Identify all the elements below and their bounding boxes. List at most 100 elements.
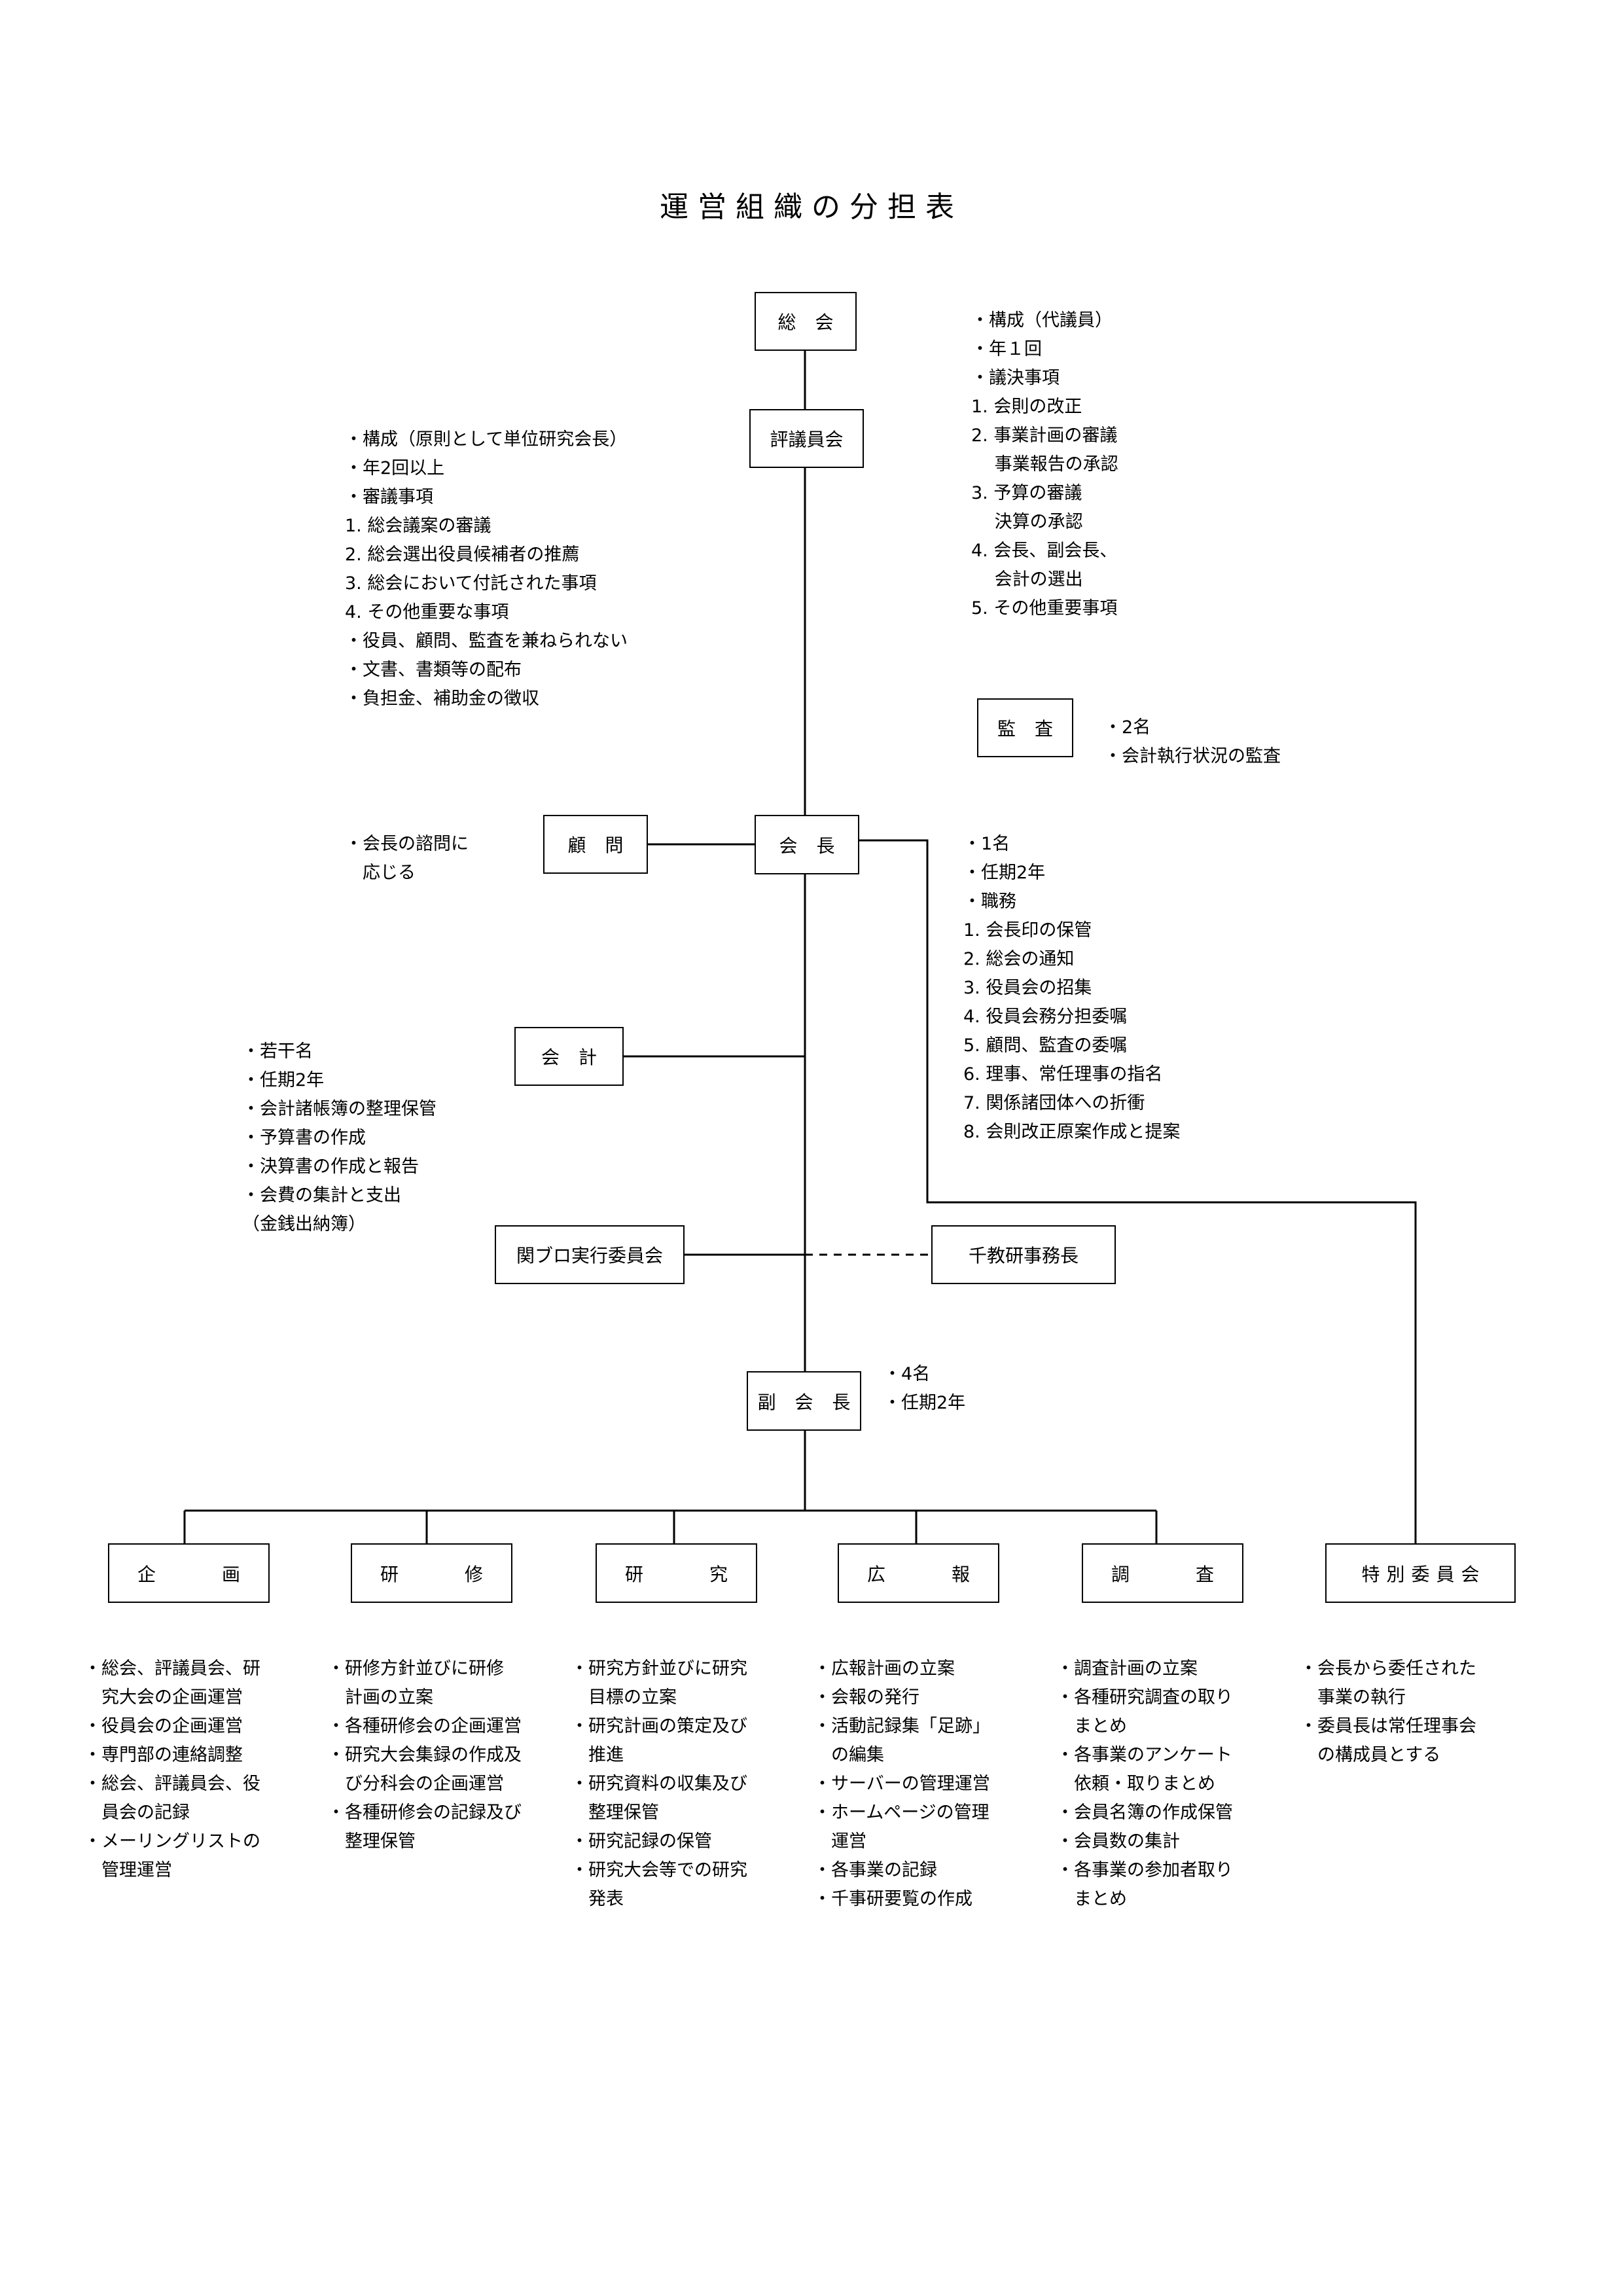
note-line: ・各事業の記録 [813, 1860, 937, 1880]
note-line: 2. 総会の通知 [963, 949, 1075, 969]
note-line: ・議決事項 [971, 368, 1060, 388]
chosa-notes: ・調査計画の立案 ・各種研究調査の取り まとめ ・各事業のアンケート 依頼・取り… [1056, 1655, 1233, 1914]
note-line: ・研究大会等での研究 [571, 1860, 747, 1880]
note-line: ・各種研修会の記録及び [327, 1803, 522, 1823]
node-hyogiinkai: 評議員会 [749, 409, 864, 468]
note-line: まとめ [1056, 1716, 1127, 1736]
note-line: ・4名 [883, 1364, 931, 1384]
note-line: ・研究資料の収集及び [571, 1774, 747, 1794]
note-line: 5. 顧問、監査の委嘱 [963, 1035, 1128, 1056]
note-line: ・専門部の連絡調整 [84, 1745, 243, 1765]
note-line: の構成員とする [1300, 1745, 1441, 1765]
note-line: 整理保管 [571, 1803, 659, 1823]
note-line: ・構成（原則として単位研究会長） [345, 429, 628, 450]
note-line: ・ホームページの管理 [813, 1803, 990, 1823]
note-line: ・委員長は常任理事会 [1300, 1716, 1476, 1736]
note-line: ・役員、顧問、監査を兼ねられない [345, 631, 628, 651]
node-kaicho: 会 長 [755, 815, 859, 874]
note-line: ・決算書の作成と報告 [242, 1157, 419, 1177]
note-line: ・審議事項 [345, 487, 433, 507]
note-line: ・各種研修会の企画運営 [327, 1716, 522, 1736]
note-line: 員会の記録 [84, 1803, 190, 1823]
note-line: ・会長から委任された [1300, 1659, 1476, 1679]
node-tokubetsu: 特別委員会 [1325, 1543, 1516, 1603]
note-line: ・活動記録集「足跡」 [813, 1716, 990, 1736]
note-line: 究大会の企画運営 [84, 1687, 243, 1708]
kaikei-notes: ・若干名 ・任期2年 ・会計諸帳簿の整理保管 ・予算書の作成 ・決算書の作成と報… [242, 1037, 437, 1239]
node-kaikei: 会 計 [514, 1027, 624, 1086]
note-line: ・会計執行状況の監査 [1104, 746, 1281, 766]
kikaku-notes: ・総会、評議員会、研 究大会の企画運営 ・役員会の企画運営 ・専門部の連絡調整 … [84, 1655, 260, 1885]
note-line: 管理運営 [84, 1860, 172, 1880]
note-line: 6. 理事、常任理事の指名 [963, 1064, 1163, 1085]
note-line: 整理保管 [327, 1831, 416, 1852]
hyogiinkai-notes: ・構成（原則として単位研究会長） ・年2回以上 ・審議事項 1. 総会議案の審議… [345, 425, 628, 713]
note-line: ・役員会の企画運営 [84, 1716, 243, 1736]
note-line: 推進 [571, 1745, 624, 1765]
note-line: ・負担金、補助金の徴収 [345, 689, 539, 709]
note-line: ・任期2年 [963, 863, 1046, 883]
node-senkyoken: 千教研事務長 [931, 1225, 1116, 1284]
note-line: ・会員数の集計 [1056, 1831, 1180, 1852]
page-title: 運営組織の分担表 [660, 190, 963, 224]
node-fukukaicho: 副 会 長 [747, 1371, 861, 1431]
note-line: ・各事業の参加者取り [1056, 1860, 1233, 1880]
soukai-notes: ・構成（代議員） ・年１回 ・議決事項 1. 会則の改正 2. 事業計画の審議 … [971, 306, 1118, 623]
note-line: ・研究方針並びに研究 [571, 1659, 747, 1679]
note-line: ・サーバーの管理運営 [813, 1774, 990, 1794]
note-line: ・研修方針並びに研修 [327, 1659, 504, 1679]
fukukaicho-notes: ・4名 ・任期2年 [883, 1360, 965, 1418]
note-line: 1. 会長印の保管 [963, 920, 1092, 941]
note-line: （金銭出納簿） [242, 1214, 366, 1234]
note-line: び分科会の企画運営 [327, 1774, 504, 1794]
kenkyu-notes: ・研究方針並びに研究 目標の立案 ・研究計画の策定及び 推進 ・研究資料の収集及… [571, 1655, 747, 1914]
note-line: 2. 事業計画の審議 [971, 425, 1118, 446]
note-line: 5. その他重要事項 [971, 598, 1118, 619]
note-line: ・年2回以上 [345, 458, 445, 478]
note-line: 3. 総会において付託された事項 [345, 573, 597, 594]
note-line: ・文書、書類等の配布 [345, 660, 522, 680]
note-line: 運営 [813, 1831, 866, 1852]
note-line: 1. 総会議案の審議 [345, 516, 491, 536]
note-line: ・1名 [963, 834, 1010, 854]
note-line: ・千事研要覧の作成 [813, 1889, 972, 1909]
note-line: ・各種研究調査の取り [1056, 1687, 1233, 1708]
note-line: 依頼・取りまとめ [1056, 1774, 1215, 1794]
note-line: 3. 予算の審議 [971, 483, 1082, 503]
note-line: ・2名 [1104, 717, 1151, 738]
note-line: ・予算書の作成 [242, 1128, 366, 1148]
node-soukai: 総 会 [755, 292, 857, 351]
note-line: ・任期2年 [883, 1393, 966, 1413]
note-line: 1. 会則の改正 [971, 397, 1082, 417]
note-line: ・研究記録の保管 [571, 1831, 712, 1852]
note-line: 会計の選出 [971, 569, 1083, 590]
kaicho-notes: ・1名 ・任期2年 ・職務 1. 会長印の保管 2. 総会の通知 3. 役員会の… [963, 830, 1180, 1147]
note-line: 計画の立案 [327, 1687, 433, 1708]
note-line: ・会長の諮問に [345, 834, 469, 854]
note-line: 4. 会長、副会長、 [971, 541, 1118, 561]
note-line: 発表 [571, 1889, 624, 1909]
node-koho: 広 報 [838, 1543, 999, 1603]
kenshu-notes: ・研修方針並びに研修 計画の立案 ・各種研修会の企画運営 ・研究大会集録の作成及… [327, 1655, 522, 1856]
node-kanpuro: 関ブロ実行委員会 [495, 1225, 685, 1284]
node-komon: 顧 問 [543, 815, 648, 874]
note-line: ・調査計画の立案 [1056, 1659, 1198, 1679]
note-line: ・会費の集計と支出 [242, 1185, 401, 1206]
node-chosa: 調 査 [1082, 1543, 1243, 1603]
note-line: 2. 総会選出役員候補者の推薦 [345, 545, 580, 565]
kansa-notes: ・2名 ・会計執行状況の監査 [1104, 713, 1281, 771]
note-line: 事業報告の承認 [971, 454, 1118, 475]
note-line: 目標の立案 [571, 1687, 677, 1708]
koho-notes: ・広報計画の立案 ・会報の発行 ・活動記録集「足跡」 の編集 ・サーバーの管理運… [813, 1655, 990, 1914]
note-line: 4. 役員会務分担委嘱 [963, 1007, 1128, 1027]
node-kikaku: 企 画 [108, 1543, 270, 1603]
note-line: ・総会、評議員会、役 [84, 1774, 260, 1794]
tokubetsu-connector [859, 839, 1417, 1543]
node-kansa: 監 査 [977, 698, 1073, 757]
node-kenkyu: 研 究 [596, 1543, 757, 1603]
note-line: 8. 会則改正原案作成と提案 [963, 1122, 1181, 1142]
note-line: ・各事業のアンケート [1056, 1745, 1232, 1765]
note-line: ・会員名簿の作成保管 [1056, 1803, 1233, 1823]
note-line: まとめ [1056, 1889, 1127, 1909]
note-line: ・会報の発行 [813, 1687, 919, 1708]
